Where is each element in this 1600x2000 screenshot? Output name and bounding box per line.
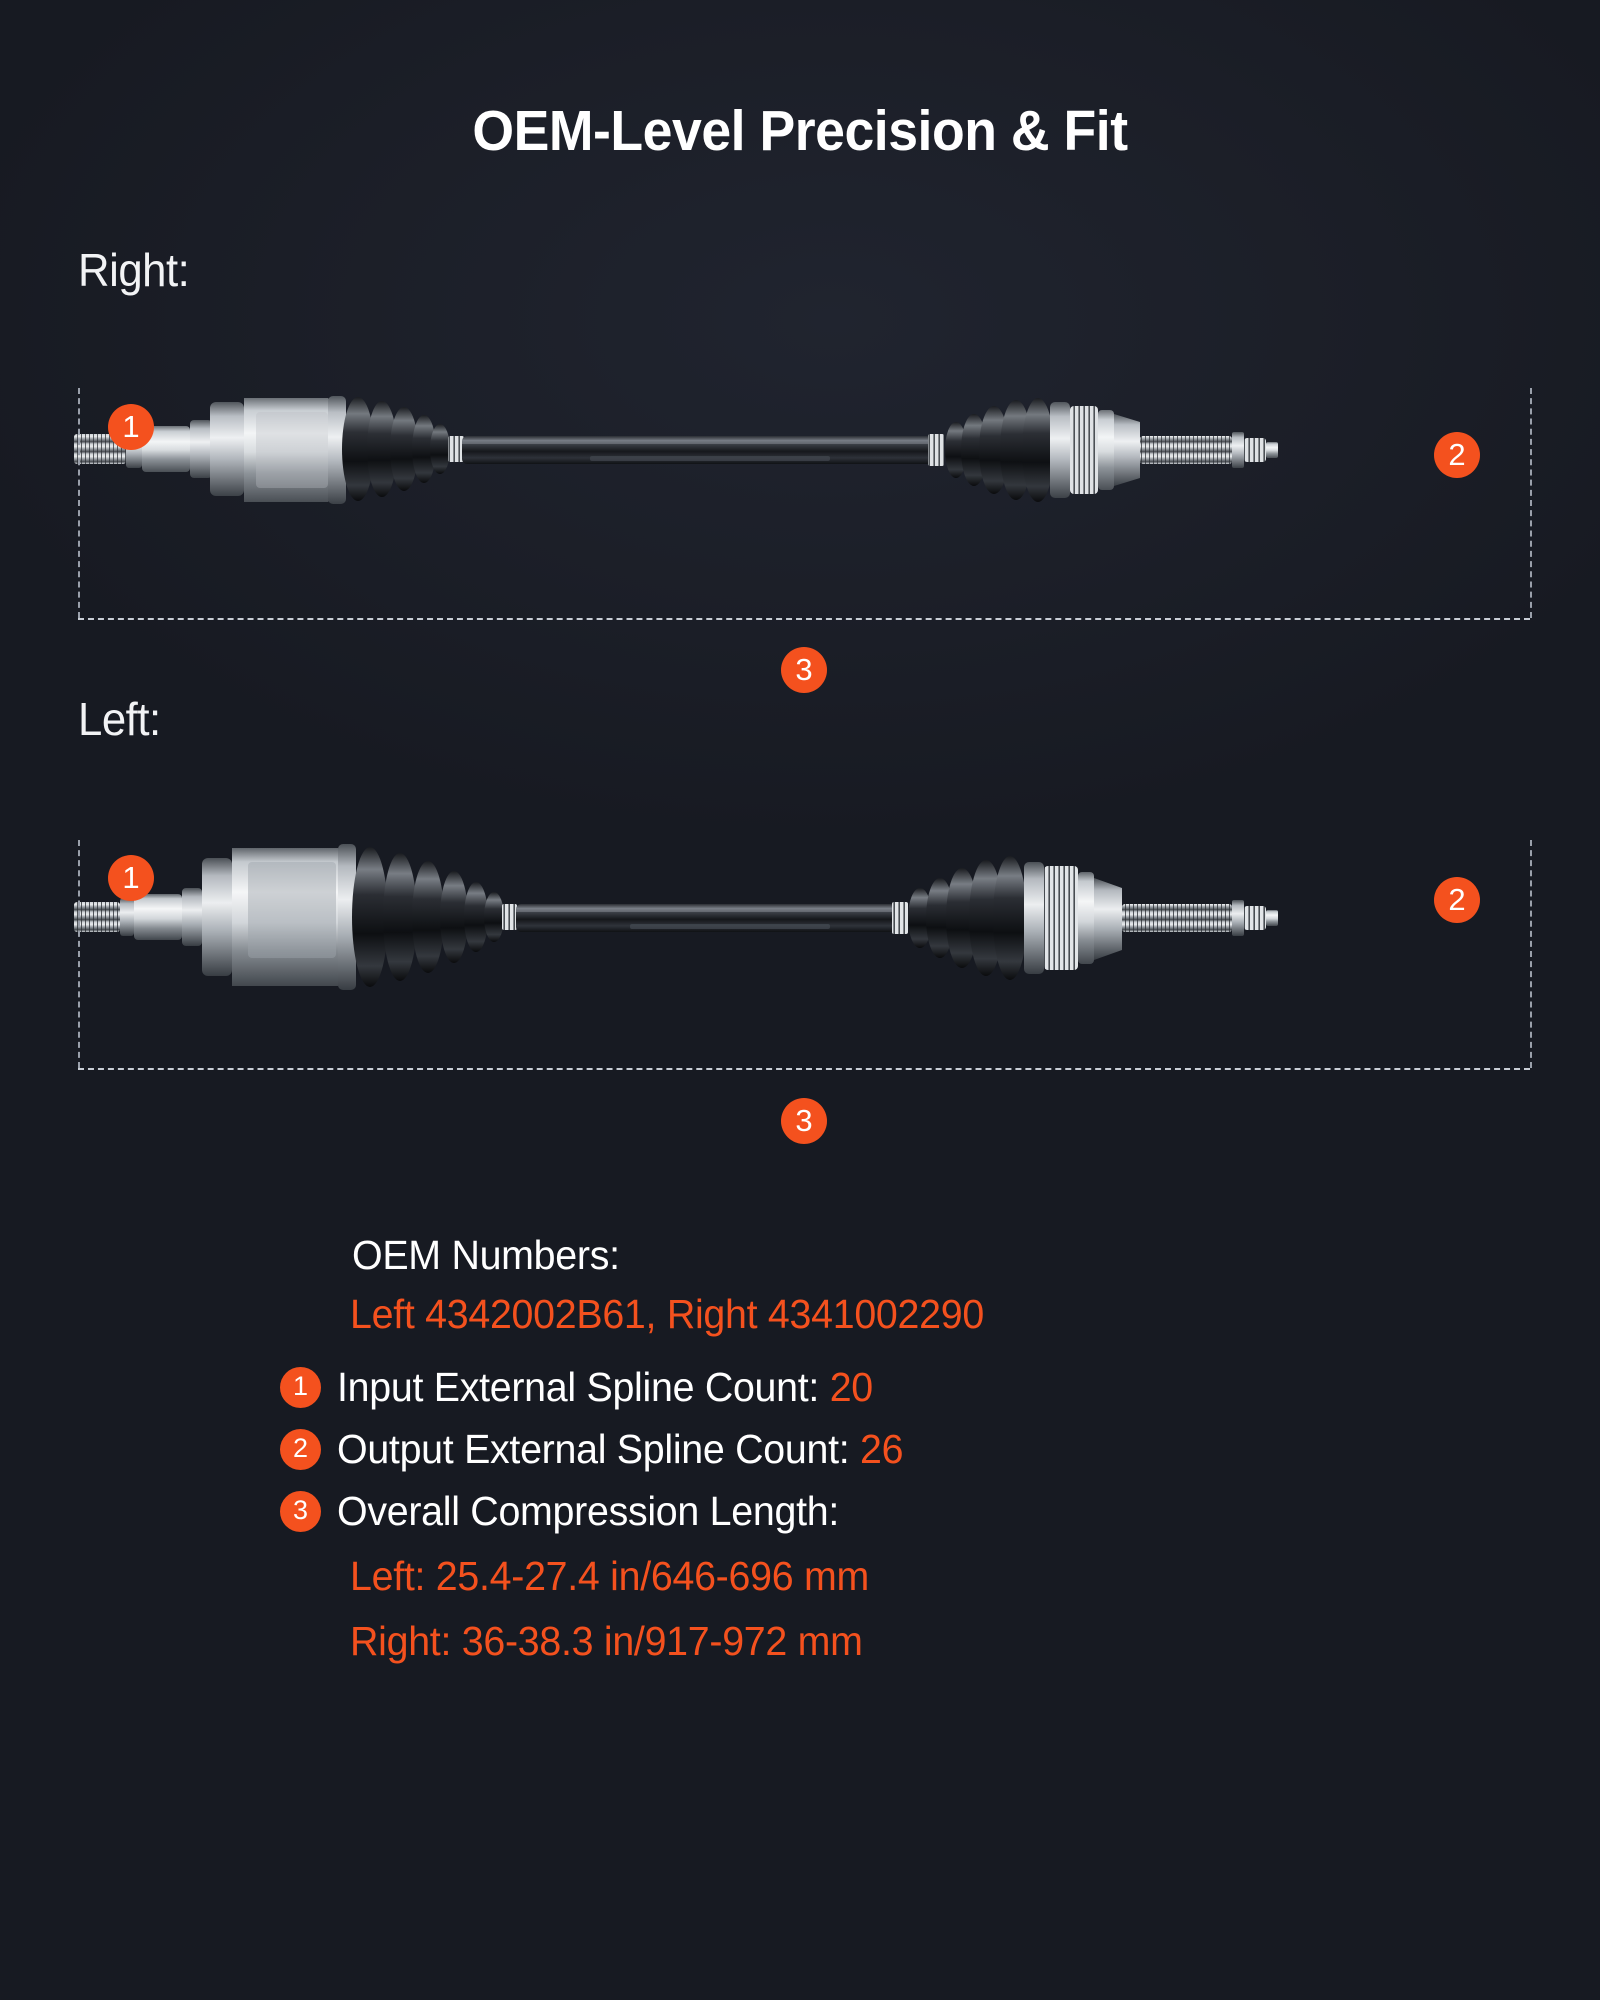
section-label-left: Left: bbox=[78, 693, 161, 745]
spec-text-1: Input External Spline Count: 20 bbox=[337, 1364, 873, 1411]
spec-badge-1: 1 bbox=[280, 1367, 321, 1408]
badge-output-right-axle: 2 bbox=[1434, 432, 1480, 478]
badge-output-left-axle: 2 bbox=[1434, 877, 1480, 923]
spec-info-block: OEM Numbers: Left 4342002B61, Right 4341… bbox=[280, 1232, 1352, 1665]
spec-badge-3: 3 bbox=[280, 1491, 321, 1532]
badge-input-right-axle: 1 bbox=[108, 404, 154, 450]
oem-numbers-value: Left 4342002B61, Right 4341002290 bbox=[350, 1291, 984, 1337]
spec-badge-2: 2 bbox=[280, 1429, 321, 1470]
spec-label-1: Input External Spline Count: bbox=[337, 1364, 830, 1410]
oem-numbers-heading: OEM Numbers: bbox=[352, 1232, 620, 1278]
badge-length-right-axle: 3 bbox=[781, 647, 827, 693]
dimension-tick-right-right-axle bbox=[1530, 388, 1532, 618]
spec-text-2: Output External Spline Count: 26 bbox=[337, 1426, 904, 1473]
spec-row-input-spline: 1 Input External Spline Count: 20 bbox=[280, 1364, 1352, 1411]
page-title: OEM-Level Precision & Fit bbox=[472, 99, 1128, 163]
spec-row-output-spline: 2 Output External Spline Count: 26 bbox=[280, 1426, 1352, 1473]
length-right-value: Right: 36-38.3 in/917-972 mm bbox=[350, 1618, 863, 1664]
spec-value-2: 26 bbox=[860, 1426, 904, 1472]
dimension-line-left-axle bbox=[78, 1068, 1530, 1070]
dimension-tick-left-right-axle bbox=[78, 388, 80, 618]
spec-value-1: 20 bbox=[829, 1364, 874, 1410]
spec-row-compression-length: 3 Overall Compression Length: bbox=[280, 1488, 1352, 1535]
cv-axle-illustration-left bbox=[70, 800, 1540, 1030]
spec-label-3: Overall Compression Length: bbox=[337, 1488, 839, 1534]
dimension-tick-right-left-axle bbox=[1530, 840, 1532, 1068]
dimension-tick-left-left-axle bbox=[78, 840, 80, 1068]
dimension-line-right-axle bbox=[78, 618, 1530, 620]
length-left-value: Left: 25.4-27.4 in/646-696 mm bbox=[350, 1553, 869, 1599]
cv-axle-illustration-right bbox=[70, 392, 1540, 532]
spec-label-2: Output External Spline Count: bbox=[337, 1426, 861, 1472]
section-label-right: Right: bbox=[78, 244, 190, 296]
badge-input-left-axle: 1 bbox=[108, 855, 154, 901]
badge-length-left-axle: 3 bbox=[781, 1098, 827, 1144]
spec-text-3: Overall Compression Length: bbox=[337, 1488, 839, 1535]
